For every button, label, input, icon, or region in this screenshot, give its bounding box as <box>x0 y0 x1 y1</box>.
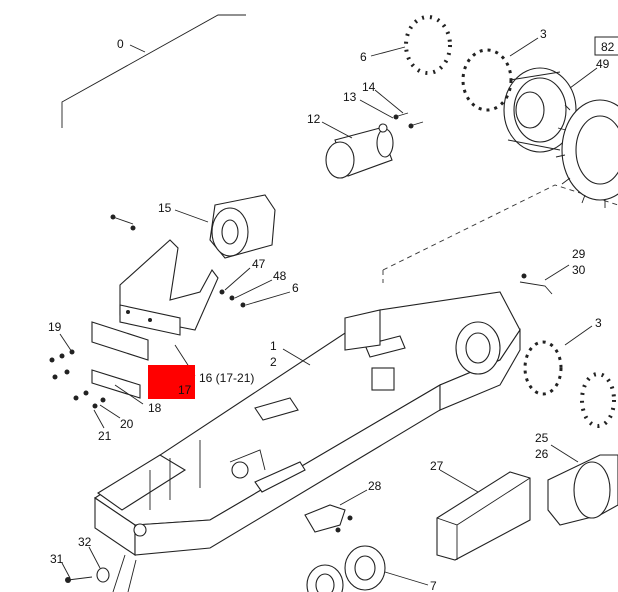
callout-29[interactable]: 29 <box>572 247 586 261</box>
cover-plate-28[interactable] <box>304 504 353 533</box>
final-drive-hub[interactable] <box>503 67 577 153</box>
frame-outline <box>61 14 246 128</box>
callout-0[interactable]: 0 <box>117 37 124 51</box>
callout-19[interactable]: 19 <box>48 320 62 334</box>
track-rollers[interactable] <box>306 545 386 592</box>
track-frame[interactable] <box>94 291 521 557</box>
callout-30[interactable]: 30 <box>572 263 586 277</box>
guard-plates[interactable] <box>91 321 149 399</box>
highlight-box-17[interactable] <box>148 365 195 399</box>
callout-32[interactable]: 32 <box>78 535 92 549</box>
callout-21[interactable]: 21 <box>98 429 112 443</box>
bolt-31[interactable] <box>65 576 93 583</box>
leader-lines <box>59 37 598 586</box>
bracket-bolts[interactable] <box>110 214 246 308</box>
callout-82[interactable]: 82 <box>601 40 615 54</box>
sprocket[interactable] <box>555 99 618 208</box>
callout-28[interactable]: 28 <box>368 479 382 493</box>
callout-16[interactable]: 16 (17-21) <box>199 371 254 385</box>
fittings-13-14[interactable] <box>393 112 424 129</box>
front-idler[interactable] <box>209 194 276 259</box>
callout-48[interactable]: 48 <box>273 269 287 283</box>
bolt-ring-top[interactable] <box>461 48 513 112</box>
callout-20[interactable]: 20 <box>120 417 134 431</box>
guard-25-26[interactable] <box>547 454 618 526</box>
callout-15[interactable]: 15 <box>158 201 172 215</box>
callout-26[interactable]: 26 <box>535 447 549 461</box>
callout-3-right[interactable]: 3 <box>595 316 602 330</box>
callout-12[interactable]: 12 <box>307 112 321 126</box>
callout-3-top[interactable]: 3 <box>540 27 547 41</box>
callout-1[interactable]: 1 <box>270 339 277 353</box>
callout-2[interactable]: 2 <box>270 355 277 369</box>
callout-7[interactable]: 7 <box>430 579 437 592</box>
callout-box-82 <box>594 36 618 56</box>
callout-6-top[interactable]: 6 <box>360 50 367 64</box>
callout-31[interactable]: 31 <box>50 552 64 566</box>
bolt-ring-right[interactable] <box>523 340 563 396</box>
cover-27[interactable] <box>436 471 531 561</box>
callout-6-mid[interactable]: 6 <box>292 281 299 295</box>
idler-bracket[interactable] <box>119 239 219 336</box>
callout-17[interactable]: 17 <box>178 383 192 397</box>
frame-leg-lines <box>112 554 137 592</box>
callout-47[interactable]: 47 <box>252 257 266 271</box>
callout-27[interactable]: 27 <box>430 459 444 473</box>
callout-13[interactable]: 13 <box>343 90 357 104</box>
callout-25[interactable]: 25 <box>535 431 549 445</box>
clip-29-30[interactable] <box>519 273 553 295</box>
callout-14[interactable]: 14 <box>362 80 376 94</box>
washer-32[interactable] <box>96 567 110 583</box>
callout-18[interactable]: 18 <box>148 401 162 415</box>
bolt-set-right[interactable] <box>580 372 616 428</box>
bolt-set-top[interactable] <box>404 15 452 75</box>
tension-cylinder[interactable] <box>325 123 394 179</box>
callout-49[interactable]: 49 <box>596 57 610 71</box>
